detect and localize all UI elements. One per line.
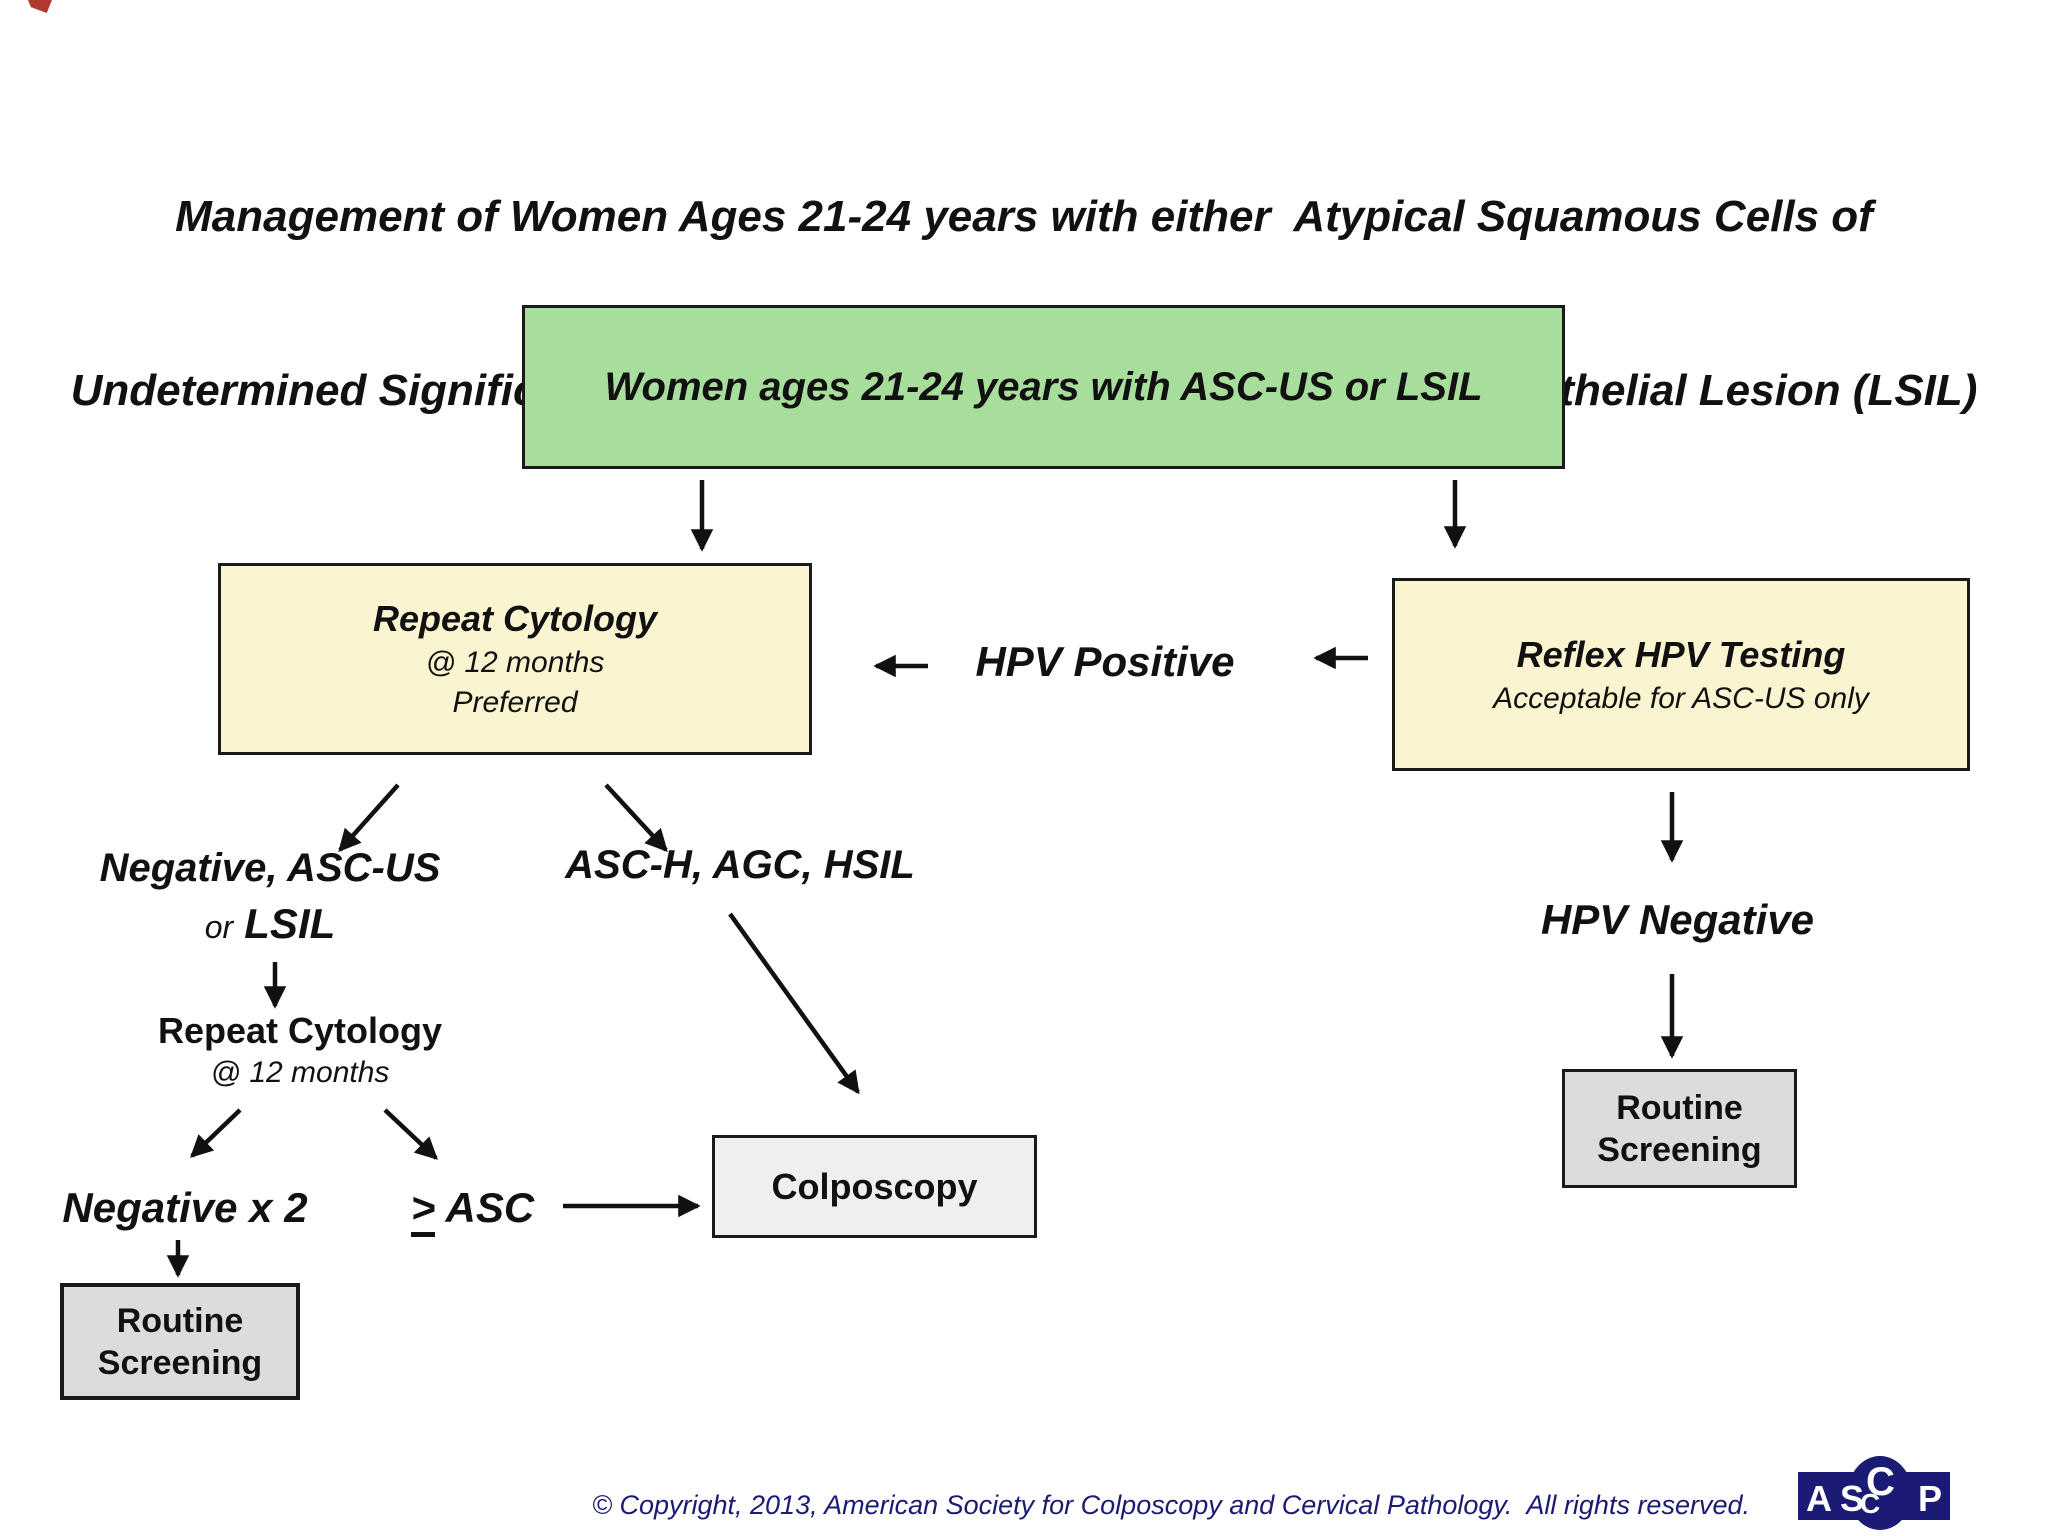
routine-left-line1: Routine [116, 1301, 244, 1340]
or-word: or [204, 909, 234, 945]
negative-ascus-line1: Negative, ASC-US [99, 846, 441, 890]
label-repeat-cytology-followup: Repeat Cytology @ 12 months [120, 1008, 480, 1092]
arrow-followup-to-gte-asc [383, 1108, 438, 1160]
gte-asc-text: ASC [445, 1184, 535, 1231]
asccp-letter-c2: C [1860, 1488, 1881, 1519]
asccp-logo: A S C C P [1798, 1456, 1952, 1530]
node-routine-screening-right: Routine Screening [1562, 1069, 1797, 1188]
asccp-letter-c1: C [1866, 1460, 1895, 1504]
repeat-cytology-title: Repeat Cytology [372, 598, 658, 639]
label-negative-x2: Negative x 2 [62, 1184, 308, 1231]
label-hpv-negative: HPV Negative [1540, 896, 1815, 943]
repeat-followup-interval: @ 12 months [210, 1056, 390, 1089]
reflex-hpv-subtitle: Acceptable for ASC-US only [1493, 681, 1869, 715]
corner-artifact [28, 0, 52, 13]
label-negative-ascus-or-lsil: Negative, ASC-US or LSIL [60, 840, 480, 955]
colposcopy-label: Colposcopy [771, 1165, 978, 1207]
node-routine-screening-left: Routine Screening [60, 1283, 300, 1400]
routine-left-line2: Screening [97, 1343, 263, 1382]
page-title-line1: Management of Women Ages 21-24 years wit… [175, 192, 1873, 241]
arrow-followup-to-negative-x2 [190, 1108, 242, 1158]
label-hpv-positive: HPV Positive [975, 638, 1235, 685]
node-colposcopy: Colposcopy [712, 1135, 1037, 1238]
repeat-cytology-interval: @ 12 months [425, 646, 605, 679]
label-asch-agc-hsil: ASC-H, AGC, HSIL [565, 843, 915, 887]
asccp-logo-bar [1798, 1472, 1950, 1520]
lsil-word: LSIL [244, 900, 336, 947]
node-repeat-cytology-preferred: Repeat Cytology @ 12 months Preferred [218, 563, 812, 755]
arrow-repeat-to-asch [604, 783, 668, 852]
asccp-letter-p: P [1918, 1478, 1943, 1519]
node-reflex-hpv-testing: Reflex HPV Testing Acceptable for ASC-US… [1392, 578, 1970, 771]
repeat-followup-title: Repeat Cytology [157, 1010, 443, 1051]
asccp-letter-a: A [1806, 1478, 1832, 1519]
negative-ascus-line2: or LSIL [60, 896, 480, 955]
arrow-asch-to-colposcopy [728, 912, 860, 1095]
asccp-letter-s: S [1840, 1478, 1865, 1519]
node-start-label: Women ages 21-24 years with ASC-US or LS… [604, 364, 1483, 409]
repeat-cytology-preferred-note: Preferred [452, 686, 578, 719]
greater-equal-symbol: > [410, 1184, 436, 1237]
node-start-women-21-24: Women ages 21-24 years with ASC-US or LS… [522, 305, 1565, 469]
reflex-hpv-title: Reflex HPV Testing [1516, 633, 1846, 675]
routine-right-line2: Screening [1597, 1130, 1762, 1169]
label-gte-asc: > ASC [385, 1184, 560, 1237]
routine-right-line1: Routine [1616, 1088, 1743, 1127]
copyright-text: © Copyright, 2013, American Society for … [592, 1490, 1750, 1520]
